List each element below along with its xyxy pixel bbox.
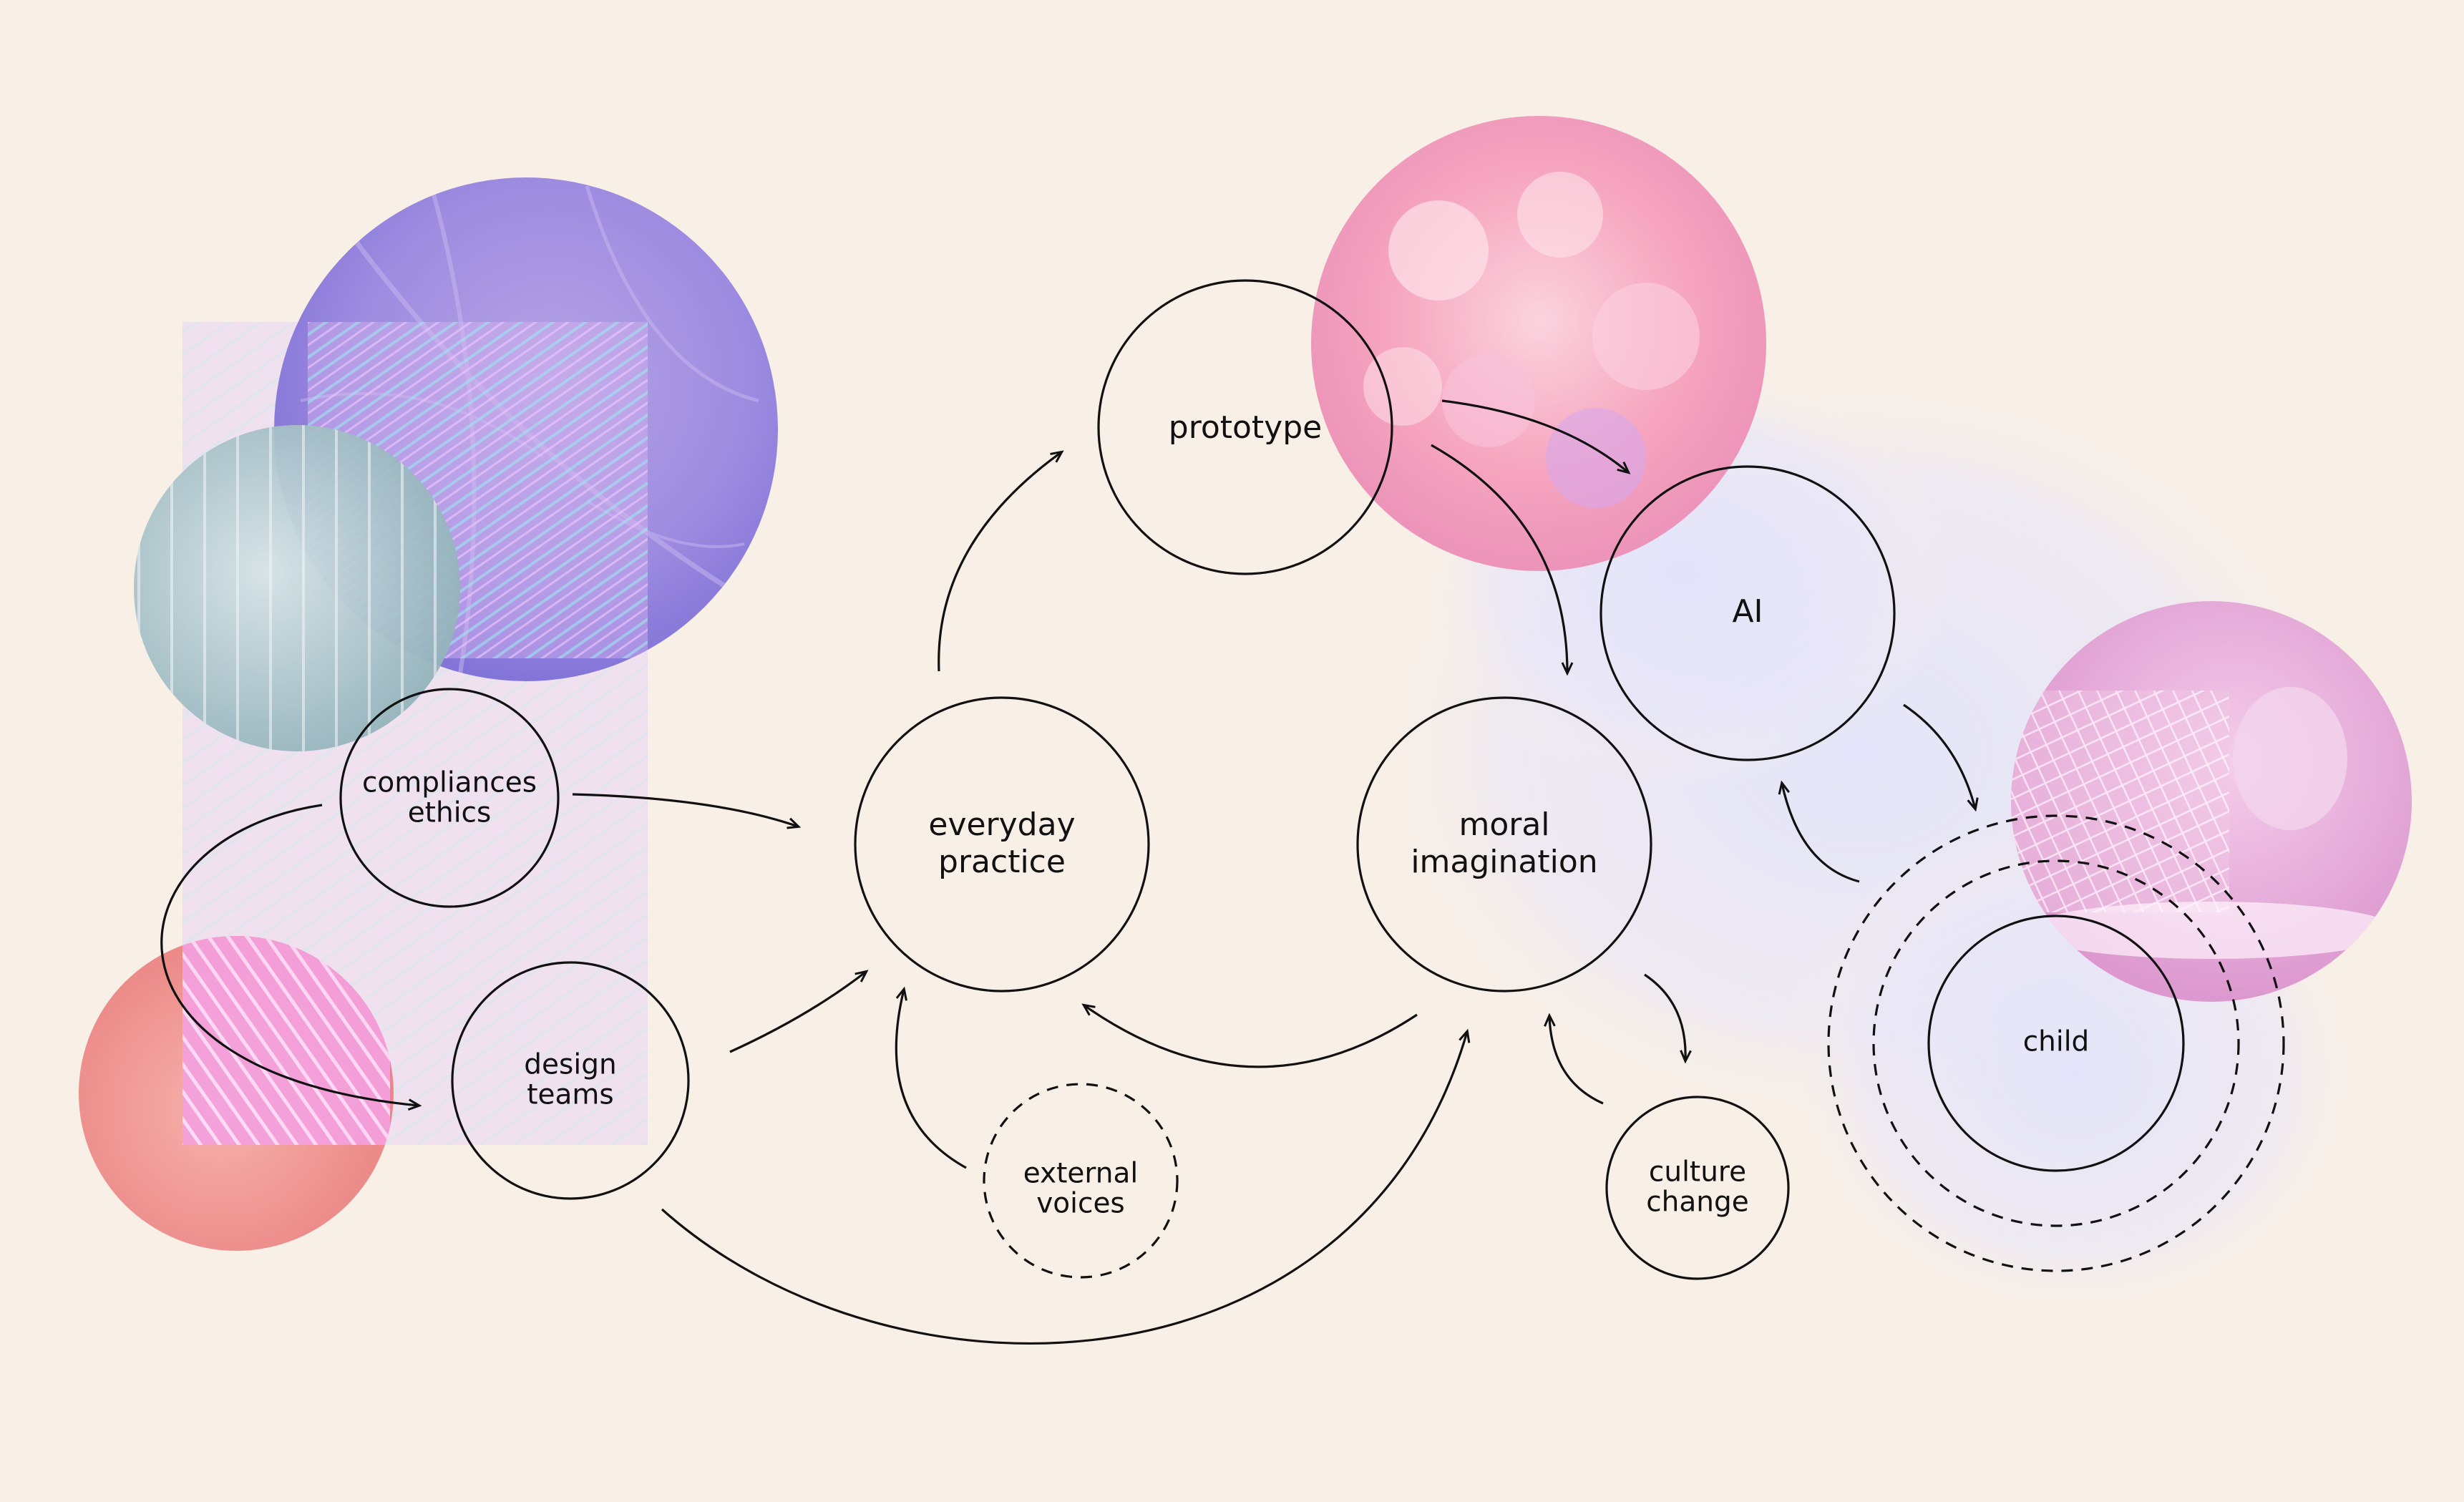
arrow-external-voices-to-practice: [895, 990, 967, 1169]
node-label-prototype: prototype: [1169, 409, 1322, 446]
glass-image-circle: [134, 425, 460, 751]
node-moral-imagination: moral imagination: [1356, 696, 1652, 993]
node-label-compliances: compliances: [362, 767, 537, 799]
arrow-moral-to-practice: [1084, 1005, 1418, 1068]
node-label-voices: voices: [1036, 1188, 1125, 1220]
node-label-design: design: [524, 1049, 616, 1081]
node-label-moral: moral: [1459, 806, 1549, 843]
anemone-image-circle: [1311, 116, 1766, 571]
node-label-ai: AI: [1732, 593, 1763, 630]
node-label-everyday: everyday: [928, 806, 1075, 843]
node-label-imagination: imagination: [1411, 844, 1597, 880]
flow-arrows: [160, 399, 1975, 1345]
arrow-child-to-ai: [1782, 784, 1860, 883]
arrow-compliances-to-practice: [572, 793, 798, 826]
node-label-practice: practice: [938, 844, 1066, 880]
arrow-moral-to-culture: [1644, 973, 1685, 1060]
node-label-child: child: [2023, 1026, 2090, 1058]
node-compliances-ethics: compliances ethics: [339, 688, 560, 908]
arrow-design-teams-to-practice: [729, 972, 866, 1053]
arrow-prototype-to-moral: [1431, 444, 1567, 673]
arrow-design-teams-to-moral: [661, 1032, 1467, 1345]
node-label-change: change: [1646, 1186, 1749, 1219]
arrow-ai-to-child: [1903, 703, 1975, 809]
arrow-prototype-to-ai: [1441, 399, 1628, 472]
node-label-external: external: [1023, 1158, 1138, 1190]
node-ai: AI: [1599, 465, 1896, 761]
node-prototype: prototype: [1097, 279, 1393, 575]
node-label-culture: culture: [1649, 1156, 1746, 1189]
node-label-teams: teams: [527, 1079, 614, 1111]
child-photo-circle: [2011, 601, 2412, 1002]
arrow-practice-to-prototype: [938, 452, 1061, 672]
coral-image-circle: [79, 936, 394, 1251]
node-external-voices: external voices: [983, 1083, 1179, 1279]
node-everyday-practice: everyday practice: [854, 696, 1150, 993]
arrow-culture-to-moral: [1549, 1016, 1604, 1105]
node-culture-change: culture change: [1605, 1096, 1790, 1280]
node-design-teams: design teams: [451, 961, 690, 1200]
node-child: child: [1827, 814, 2285, 1272]
node-label-ethics: ethics: [408, 797, 492, 829]
arrow-compliances-to-design-teams: [160, 804, 419, 1106]
